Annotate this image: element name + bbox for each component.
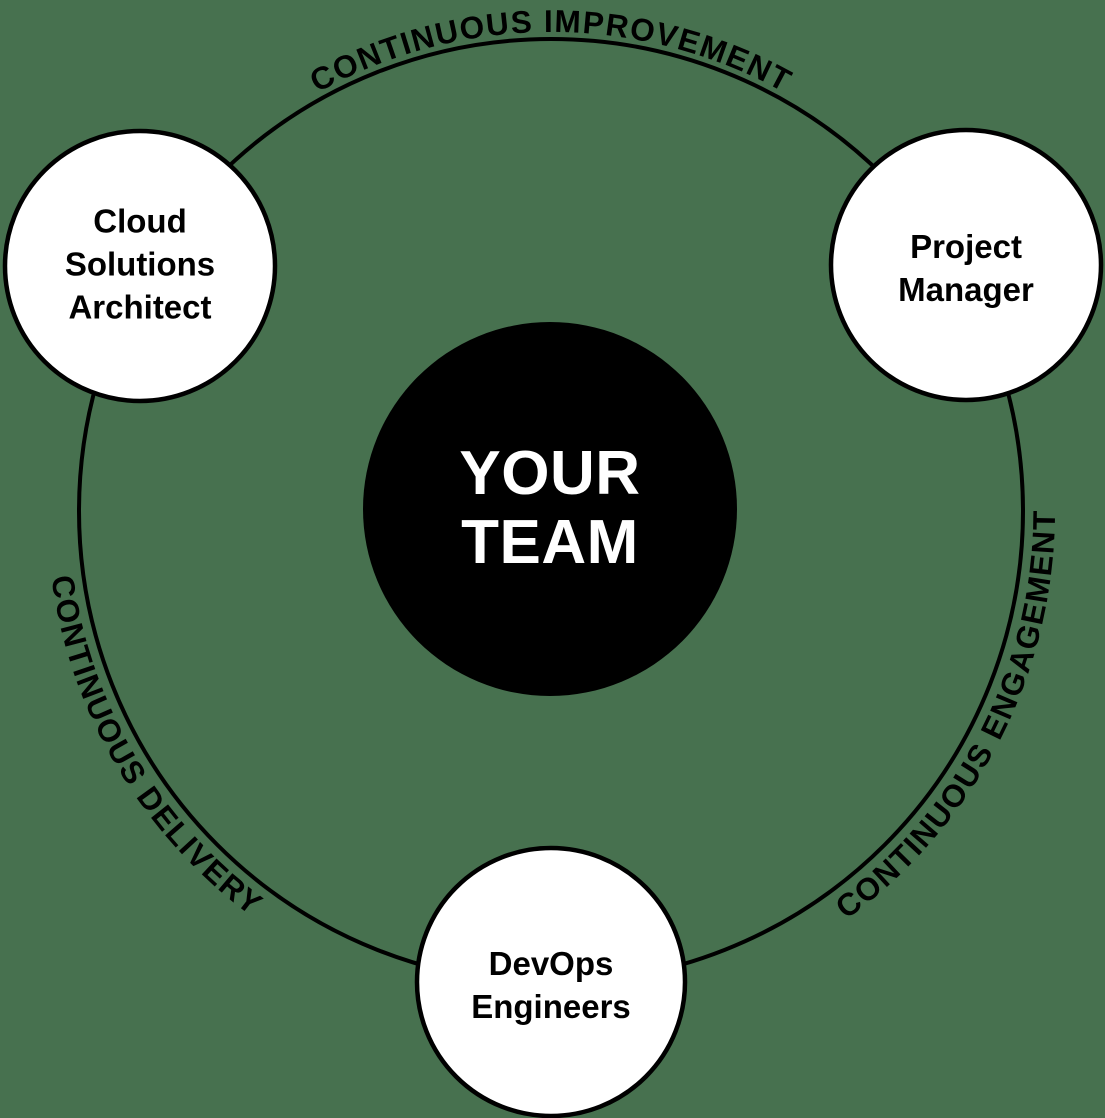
role-circle-project-manager xyxy=(828,127,1104,403)
ring-label-left: CONTINUOUS DELIVERY xyxy=(44,573,270,923)
ring-label-top-text: CONTINUOUS IMPROVEMENT xyxy=(304,3,797,99)
role-circle-cloud-solutions-architect xyxy=(2,128,278,404)
role-circle-devops-engineers xyxy=(414,845,688,1118)
ring-label-left-text: CONTINUOUS DELIVERY xyxy=(44,573,268,923)
ring-label-top: CONTINUOUS IMPROVEMENT xyxy=(304,3,799,99)
center-circle xyxy=(363,322,737,696)
